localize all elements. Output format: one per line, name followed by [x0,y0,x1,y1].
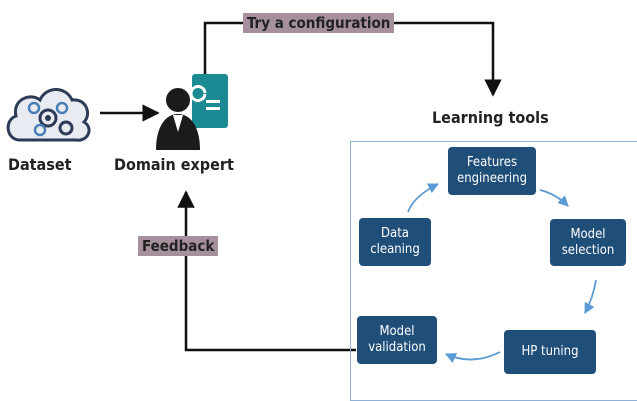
cycle-arrow-hp-to-mv [445,351,501,363]
try-configuration-tag: Try a configuration [243,13,395,33]
expert-presentation-icon [156,74,228,150]
cycle-arrow-fe-to-ms [539,189,569,207]
cycle-arrow-ms-to-hp [584,279,597,314]
features-engineering-box: Features engineering [448,147,536,195]
data-cleaning-box: Data cleaning [359,218,431,266]
arrow-try-configuration [203,21,502,97]
arrow-feedback [177,190,356,352]
hp-tuning-box: HP tuning [504,330,596,374]
domain-expert-label: Domain expert [114,155,234,174]
feedback-tag: Feedback [138,236,219,256]
dataset-label: Dataset [8,155,72,174]
model-validation-box: Model validation [357,316,437,364]
learning-tools-label: Learning tools [432,108,549,127]
model-selection-box: Model selection [550,219,626,266]
cycle-arrow-dc-to-fe [407,183,439,213]
cloud-gears-icon [6,88,91,142]
